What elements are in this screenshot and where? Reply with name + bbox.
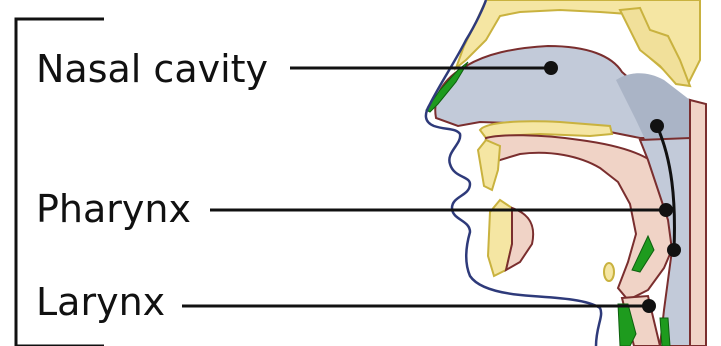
- pharynx-pointer: [210, 119, 681, 257]
- label-nasal-cavity: Nasal cavity: [36, 47, 268, 91]
- larynx-pointer-dot: [642, 299, 656, 313]
- head-cross-section: [426, 0, 706, 346]
- hyoid-bone: [604, 263, 614, 281]
- nasal-cavity-pointer-dot: [544, 61, 558, 75]
- upper-teeth: [478, 140, 500, 190]
- pharynx-pointer-dot-top: [650, 119, 664, 133]
- pharynx-pointer-dot-bottom: [667, 243, 681, 257]
- pharynx-pointer-dot-middle: [659, 203, 673, 217]
- laryngeal-mucosa-right: [660, 318, 670, 346]
- label-pharynx: Pharynx: [36, 187, 191, 231]
- label-larynx: Larynx: [36, 280, 165, 324]
- posterior-pharyngeal-wall: [690, 100, 706, 346]
